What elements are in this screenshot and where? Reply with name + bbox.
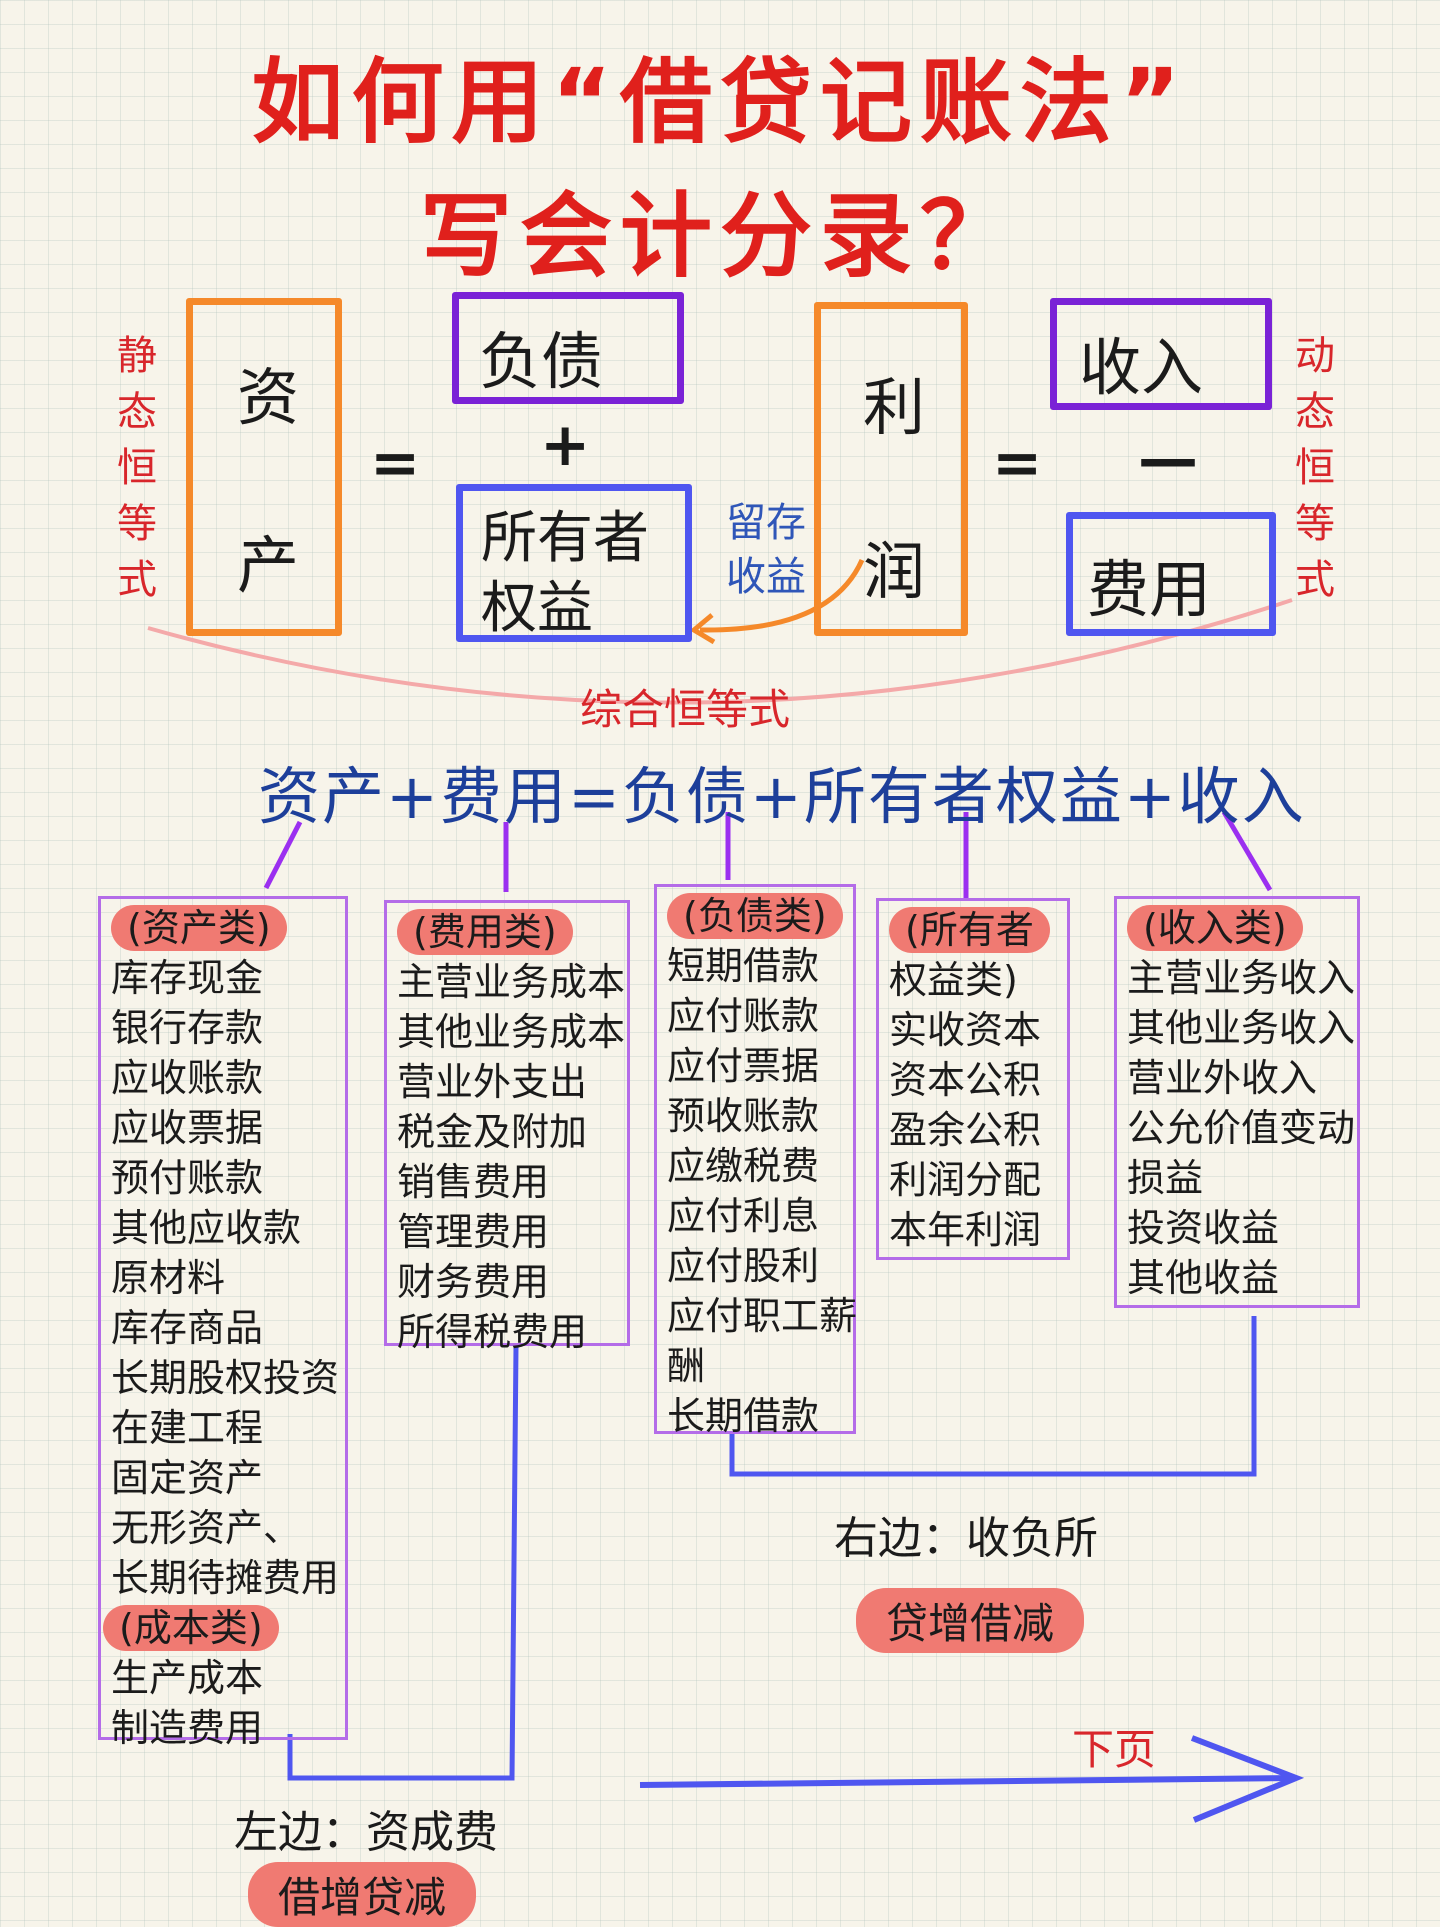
list-item: 制造费用: [111, 1706, 264, 1750]
pointer-assets: [263, 820, 303, 890]
list-item: 本年利润: [889, 1208, 1042, 1252]
dynamic-identity-label: 动态恒等式: [1295, 333, 1335, 603]
list-item: 应付账款: [667, 994, 820, 1038]
list-item: 长期待摊费用: [111, 1556, 340, 1600]
category-revenue-label: (收入类): [1127, 905, 1303, 951]
list-item: 预收账款: [667, 1094, 820, 1138]
list-item: 其他应收款: [111, 1206, 302, 1250]
pointer-revenue: [1221, 810, 1273, 892]
equity-line-1: 所有者: [481, 506, 649, 571]
list-item: 银行存款: [111, 1006, 264, 1050]
list-item: 管理费用: [397, 1210, 550, 1254]
list-item: 权益类): [889, 958, 1018, 1002]
list-item: 主营业务成本: [397, 960, 626, 1004]
expenses-text: 费用: [1087, 553, 1212, 626]
category-assets-label: (资产类): [111, 905, 287, 951]
list-item: 库存商品: [111, 1306, 264, 1350]
list-item: 长期股权投资: [111, 1356, 340, 1400]
list-item: 预付账款: [111, 1156, 264, 1200]
list-item: 资本公积: [889, 1058, 1042, 1102]
profit-char-1: 利: [863, 371, 926, 444]
list-item: 盈余公积: [889, 1108, 1042, 1152]
assets-char-1: 资: [237, 361, 300, 434]
list-item: 库存现金: [111, 956, 264, 1000]
title-line-1: 如何用“借贷记账法”: [251, 49, 1189, 156]
list-item: 销售费用: [397, 1160, 550, 1204]
left-side-note: 左边：资成费: [234, 1807, 498, 1858]
category-expenses: (费用类) 主营业务成本 其他业务成本 营业外支出 税金及附加 销售费用 管理费…: [384, 900, 630, 1354]
list-item: 营业外支出: [397, 1060, 588, 1104]
list-item: 无形资产、: [111, 1506, 302, 1550]
category-liabilities: (负债类) 短期借款 应付账款 应付票据 预收账款 应缴税费 应付利息 应付股利…: [654, 884, 858, 1438]
combined-identity-label: 综合恒等式: [580, 685, 791, 734]
revenue-text: 收入: [1079, 331, 1204, 404]
revenue-box: 收入: [1050, 298, 1272, 410]
list-item: 原材料: [111, 1256, 226, 1300]
list-item: 长期借款: [667, 1394, 820, 1438]
left-bracket: [287, 1345, 519, 1781]
list-item: 其他业务收入: [1127, 1006, 1356, 1050]
expenses-box: 费用: [1066, 512, 1276, 636]
list-item: 短期借款: [667, 944, 820, 988]
profit-char-2: 润: [863, 535, 926, 608]
category-assets: (资产类) 库存现金 银行存款 应收账款 应收票据 预付账款 其他应收款 原材料…: [98, 896, 348, 1750]
equals-sign-1: =: [370, 428, 421, 498]
list-item: 在建工程: [111, 1406, 264, 1450]
list-item: 应付利息: [667, 1194, 820, 1238]
list-item: 利润分配: [889, 1158, 1042, 1202]
list-item: 财务费用: [397, 1260, 550, 1304]
equity-box: 所有者 权益: [456, 484, 692, 642]
right-bracket: [729, 1316, 1257, 1477]
list-item: 固定资产: [111, 1456, 264, 1500]
next-arrowhead: [1190, 1735, 1305, 1823]
list-item: 应付票据: [667, 1044, 820, 1088]
combined-arc: [147, 598, 1293, 705]
list-item: 所得税费用: [397, 1310, 588, 1354]
next-arrow-shaft: [639, 1775, 1297, 1788]
next-page-label: 下页: [1072, 1725, 1157, 1774]
retained-arrow: [699, 558, 865, 633]
retained-earnings-label: 留存 收益: [726, 500, 806, 600]
equity-line-2: 权益: [481, 576, 593, 641]
category-cost-label: (成本类): [103, 1605, 279, 1651]
minus-sign: —: [1138, 424, 1198, 494]
list-item: 主营业务收入: [1127, 956, 1356, 1000]
left-side-rule: 借增贷减: [248, 1862, 477, 1927]
right-side-note: 右边：收负所: [834, 1513, 1098, 1564]
list-item: 生产成本: [111, 1656, 264, 1700]
category-revenue: (收入类) 主营业务收入 其他业务收入 营业外收入 公允价值变动 损益 投资收益…: [1114, 896, 1360, 1308]
list-item: 营业外收入: [1127, 1056, 1318, 1100]
category-liabilities-label: (负债类): [667, 893, 843, 939]
list-item: 税金及附加: [397, 1110, 588, 1154]
combined-formula: 资产+费用=负债+所有者权益+收入: [258, 760, 1306, 833]
list-item: 应收票据: [111, 1106, 264, 1150]
static-identity-label: 静态恒等式: [117, 333, 157, 603]
list-item: 公允价值变动: [1127, 1106, 1356, 1150]
retained-arrowhead: [689, 613, 716, 645]
list-item: 其他收益: [1127, 1256, 1280, 1300]
category-expenses-label: (费用类): [397, 909, 573, 955]
liabilities-box: 负债: [452, 292, 684, 404]
list-item: 应付职工薪: [667, 1294, 858, 1338]
liabilities-text: 负债: [479, 325, 604, 398]
list-item: 应缴税费: [667, 1144, 820, 1188]
list-item: 投资收益: [1127, 1206, 1280, 1250]
title-line-2: 写会计分录？: [419, 183, 1020, 290]
assets-char-2: 产: [237, 529, 300, 602]
list-item: 酬: [667, 1344, 706, 1388]
equals-sign-2: =: [992, 428, 1043, 498]
list-item: 其他业务成本: [397, 1010, 626, 1054]
list-item: 实收资本: [889, 1008, 1042, 1052]
profit-box: 利 润: [814, 302, 968, 636]
category-equity-label: (所有者: [889, 907, 1050, 953]
list-item: 应付股利: [667, 1244, 820, 1288]
plus-sign: +: [540, 410, 591, 480]
right-side-rule: 贷增借减: [856, 1588, 1085, 1653]
assets-box: 资 产: [186, 298, 342, 636]
list-item: 损益: [1127, 1156, 1204, 1200]
list-item: 应收账款: [111, 1056, 264, 1100]
category-equity: (所有者 权益类) 实收资本 资本公积 盈余公积 利润分配 本年利润: [876, 898, 1070, 1260]
